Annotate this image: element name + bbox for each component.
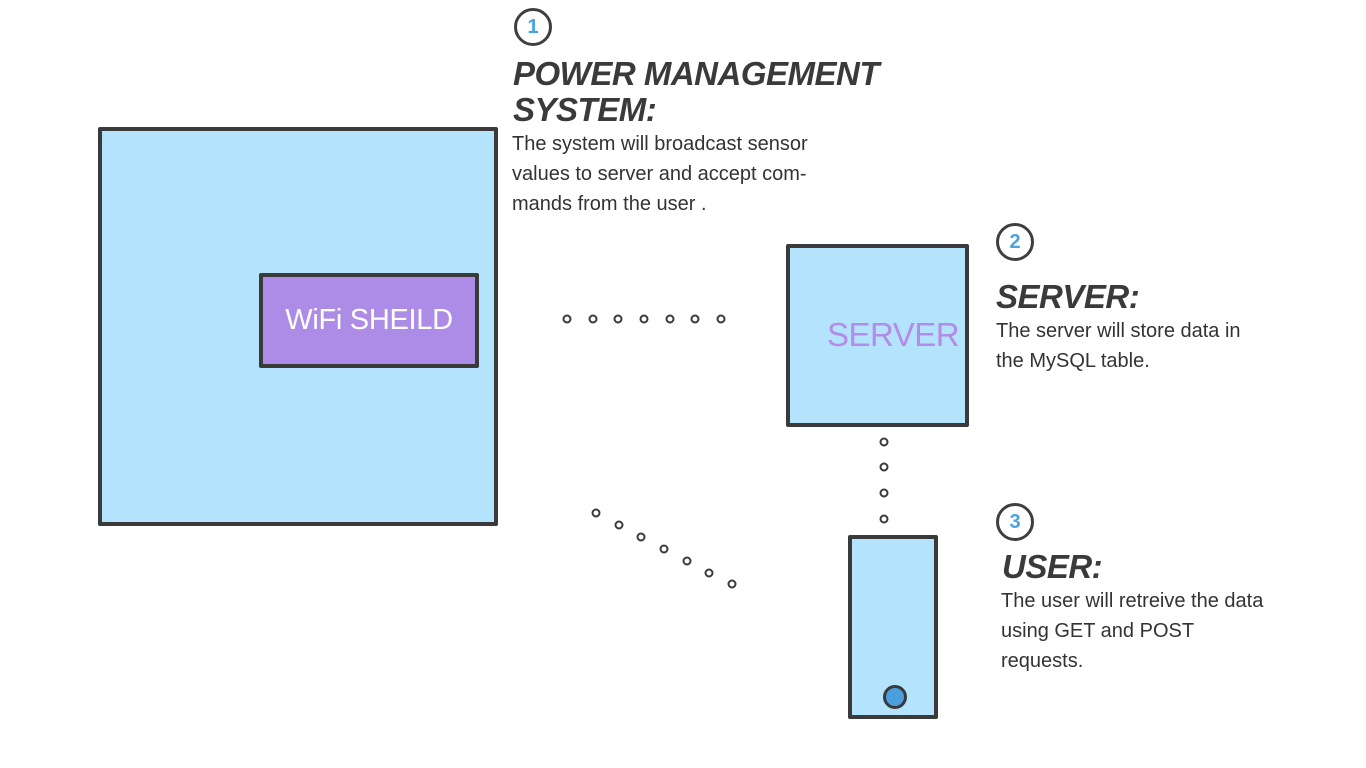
- connector-dot: [727, 579, 737, 589]
- phone-home-button-icon: [883, 685, 907, 709]
- server-title: SERVER:: [996, 278, 1140, 315]
- connector-dot: [879, 462, 889, 472]
- connector-dot: [639, 314, 649, 324]
- wifi-shield-label: WiFi SHEILD: [285, 304, 453, 336]
- connector-dot: [879, 488, 889, 498]
- power-management-description: The system will broadcast sensor values …: [512, 133, 808, 215]
- user-description: The user will retreive the data using GE…: [1001, 590, 1264, 672]
- connector-dot: [704, 568, 714, 578]
- connector-dot: [716, 314, 726, 324]
- connector-dot: [879, 437, 889, 447]
- step-1-badge: 1: [514, 8, 552, 46]
- connector-dot: [879, 514, 889, 524]
- wifi-shield-box: WiFi SHEILD: [259, 273, 479, 368]
- step-3-badge: 3: [996, 503, 1034, 541]
- connector-dot: [682, 556, 692, 566]
- connector-dot: [588, 314, 598, 324]
- connector-dot: [591, 508, 601, 518]
- server-box-label: SERVER: [827, 316, 960, 353]
- user-title: USER:: [1002, 548, 1103, 585]
- power-management-title: POWER MANAGEMENT SYSTEM:: [513, 55, 880, 128]
- connector-dot: [659, 544, 669, 554]
- step-2-badge: 2: [996, 223, 1034, 261]
- connector-dot: [614, 520, 624, 530]
- connector-dot: [665, 314, 675, 324]
- server-description: The server will store data in the MySQL …: [996, 320, 1241, 372]
- connector-dot: [562, 314, 572, 324]
- connector-dot: [690, 314, 700, 324]
- server-box: [786, 244, 969, 427]
- connector-dot: [636, 532, 646, 542]
- connector-dot: [613, 314, 623, 324]
